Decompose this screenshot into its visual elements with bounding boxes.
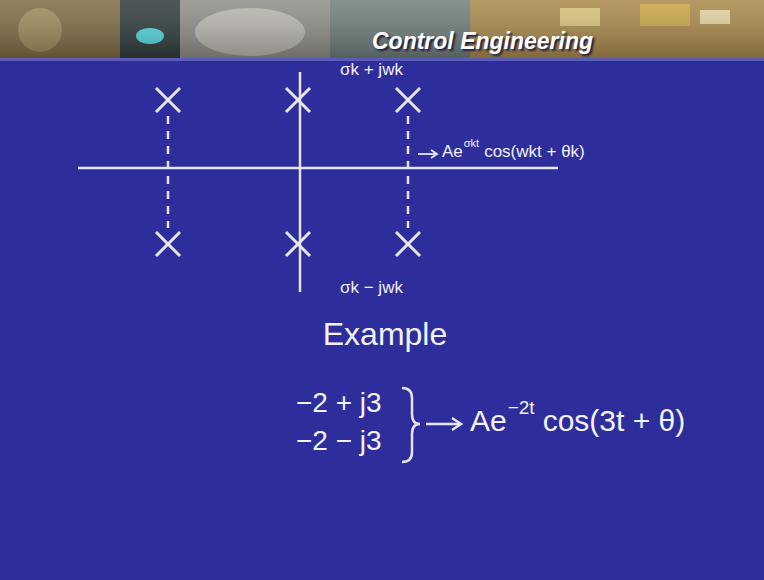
arrow-head	[452, 418, 461, 430]
pole-value: −2 − j3	[296, 425, 382, 457]
pole-marks	[156, 88, 420, 256]
pole-x	[396, 232, 420, 256]
banner	[0, 0, 764, 61]
brace-symbol	[402, 388, 420, 462]
pole-plot	[78, 72, 558, 462]
arrow-symbol	[418, 150, 437, 158]
pole-label: σk + jwk	[340, 60, 403, 80]
pole-x	[156, 232, 180, 256]
arrow-head	[431, 150, 437, 158]
pole-x	[286, 232, 310, 256]
exponent: σkt	[464, 137, 479, 150]
section-heading: Example	[323, 316, 448, 353]
arrow-shaft	[426, 423, 460, 426]
pole-x	[396, 88, 420, 112]
banner-ground	[0, 0, 764, 60]
response-term: Ae	[442, 142, 463, 162]
response-term: Ae	[470, 404, 507, 439]
response-term: cos(wkt + θk)	[484, 142, 585, 162]
banner-shade	[0, 0, 764, 60]
dashed-line	[407, 116, 410, 228]
arrow-shaft	[418, 153, 436, 155]
pole-value: −2 + j3	[296, 387, 382, 419]
slide-title: Control Engineering	[372, 28, 593, 54]
pole-x	[286, 88, 310, 112]
real-axis	[78, 167, 558, 170]
pole-x	[156, 88, 180, 112]
exponent: −2t	[508, 397, 535, 419]
response-term: cos(3t + θ)	[543, 404, 686, 439]
imaginary-axis	[299, 72, 302, 292]
arrow-symbol	[426, 418, 461, 430]
dashed-line	[167, 116, 170, 228]
pole-label: σk − jwk	[340, 278, 403, 298]
